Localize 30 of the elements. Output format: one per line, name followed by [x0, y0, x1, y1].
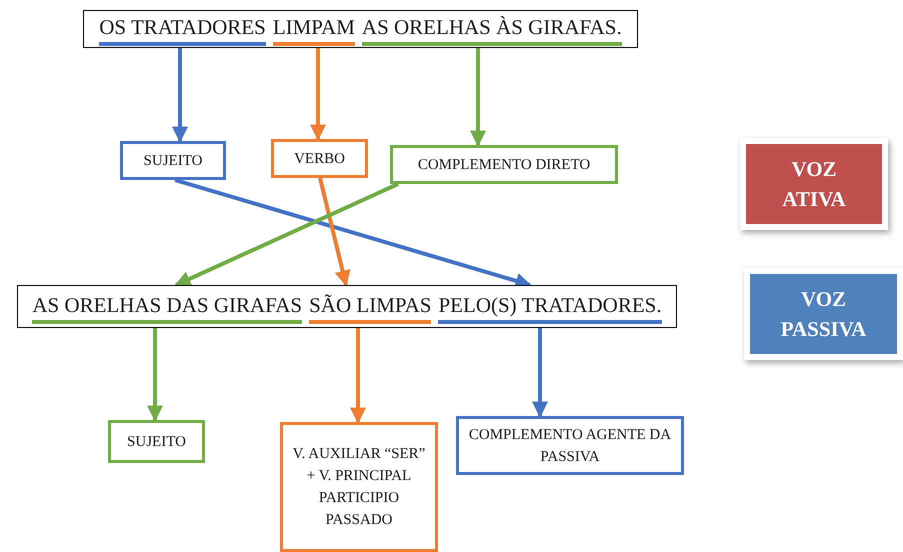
sentence-part: OS TRATADORES	[99, 14, 266, 46]
label-box	[120, 141, 226, 180]
arrow	[174, 182, 399, 287]
box-label: V. AUXILIAR “SER” + V. PRINCIPAL PARTICIPIO PASSADO	[292, 445, 426, 530]
sentence-box	[17, 285, 677, 328]
box-label: VERBO	[294, 150, 345, 168]
sentence-part: AS ORELHAS DAS GIRAFAS	[32, 292, 302, 324]
voice-label: VOZ PASSIVA	[780, 286, 868, 343]
label-box	[108, 420, 205, 463]
label-box	[456, 416, 684, 475]
box-label: COMPLEMENTO AGENTE DA PASSIVA	[468, 426, 672, 466]
arrow	[172, 48, 188, 143]
arrow	[147, 328, 163, 422]
sentence-part: SÃO LIMPAS	[309, 292, 432, 324]
arrow	[310, 48, 326, 141]
sentence-part: PELO(S) TRATADORES.	[438, 292, 662, 324]
arrow	[532, 328, 548, 418]
sentence-part: LIMPAM	[272, 14, 355, 46]
sentence-box	[83, 10, 638, 48]
voice-label: VOZ ATIVA	[781, 156, 847, 213]
label-box	[271, 139, 368, 178]
arrow	[350, 328, 366, 424]
label-box	[390, 145, 618, 184]
arrow	[470, 48, 486, 147]
box-label: SUJEITO	[144, 152, 202, 170]
sentence-part: AS ORELHAS ÀS GIRAFAS.	[362, 14, 622, 46]
box-label: SUJEITO	[127, 432, 186, 452]
box-label: COMPLEMENTO DIRETO	[418, 156, 590, 174]
arrow	[318, 178, 350, 287]
label-box	[280, 422, 438, 552]
